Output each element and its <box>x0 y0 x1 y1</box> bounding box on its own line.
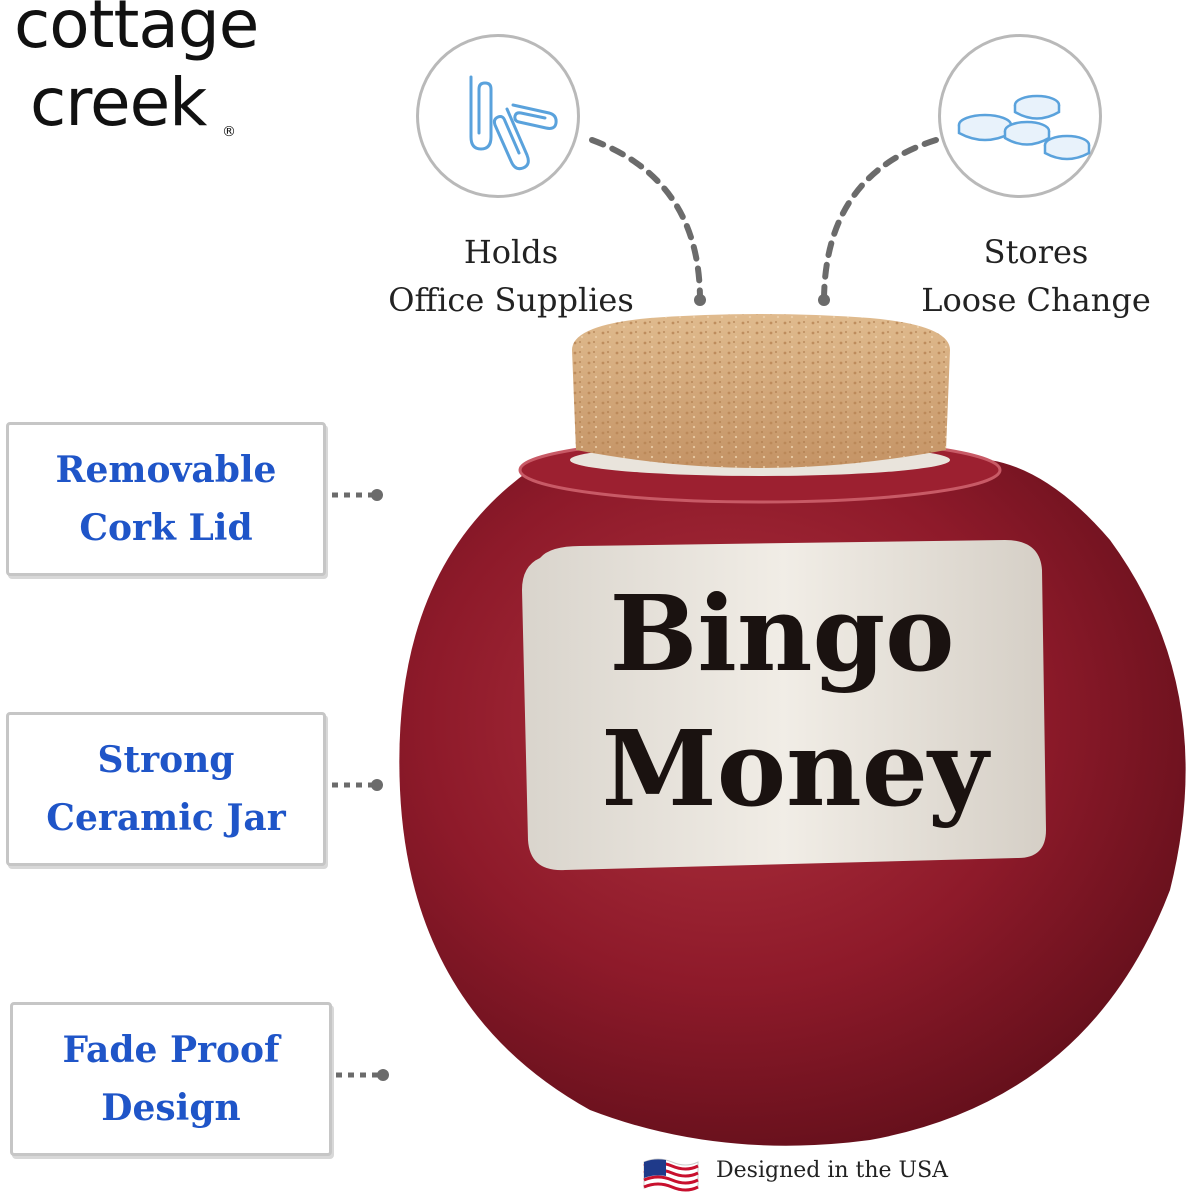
feature-office-supplies: Holds Office Supplies <box>376 228 646 324</box>
feature-box-cork-lid: Removable Cork Lid <box>6 422 326 576</box>
feature-box-fade-proof-text: Fade Proof Design <box>62 1029 280 1129</box>
feature-loose-change-line1: Stores <box>983 233 1089 271</box>
coins-icon <box>957 94 1091 161</box>
feature-office-supplies-line1: Holds <box>463 233 559 271</box>
paperclip-icon <box>469 75 558 171</box>
brand-line2: creek <box>30 64 207 141</box>
feature-office-supplies-line2: Office Supplies <box>388 281 634 319</box>
jar-label-line2: Money <box>602 707 991 830</box>
feature-box-ceramic-jar-text: Strong Ceramic Jar <box>46 739 286 839</box>
us-flag-icon <box>643 1158 699 1192</box>
jar-label-line1: Bingo <box>609 572 954 695</box>
jar-label <box>522 540 1046 871</box>
feature-box-fade-proof: Fade Proof Design <box>10 1002 332 1156</box>
designed-in-usa: Designed in the USA <box>716 1158 949 1183</box>
feature-box-ceramic-jar: Strong Ceramic Jar <box>6 712 326 866</box>
feature-loose-change-line2: Loose Change <box>921 281 1151 319</box>
registered-mark: ® <box>222 124 236 140</box>
jar-illustration: Bingo Money <box>399 314 1186 1146</box>
feature-box-cork-lid-text: Removable Cork Lid <box>55 449 277 549</box>
paperclip-icon-circle <box>416 34 580 198</box>
coins-icon-circle <box>938 34 1102 198</box>
brand-line1: cottage <box>14 0 259 63</box>
feature-loose-change: Stores Loose Change <box>906 228 1166 324</box>
brand-logo: cottage creek ® <box>14 0 314 150</box>
